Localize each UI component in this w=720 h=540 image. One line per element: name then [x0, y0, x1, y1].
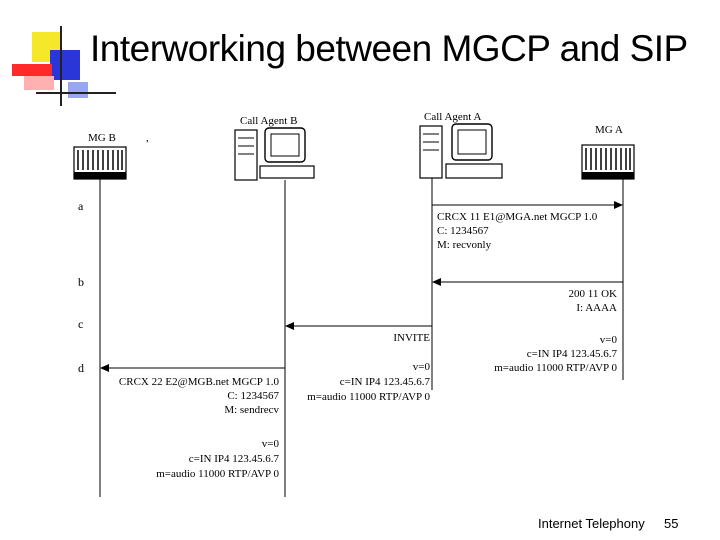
step-label-a: a: [78, 199, 84, 213]
call-agent-a-computer-icon: [419, 123, 503, 179]
footer-label: Internet Telephony: [538, 516, 645, 531]
label-call-agent-b: Call Agent B: [240, 115, 297, 127]
msg-invite-sdp-line1: v=0: [413, 361, 431, 373]
mg-b-device-icon: [73, 146, 127, 180]
msg-invite-sdp-line2: c=IN IP4 123.45.6.7: [340, 376, 431, 388]
call-agent-b-computer-icon: [234, 127, 315, 181]
arrowhead-200-ok: [432, 278, 441, 286]
arrowhead-invite: [285, 322, 294, 330]
page-number: 55: [664, 516, 679, 531]
stray-comma: ,: [146, 132, 149, 144]
msg-200-ok-line2: I: AAAA: [576, 302, 617, 314]
msg-crcx-22-line1: CRCX 22 E2@MGB.net MGCP 1.0: [119, 376, 280, 388]
deco-red-square: [12, 64, 52, 76]
arrowhead-crcx-22: [100, 364, 109, 372]
msg-crcx-22-sdp-line1: v=0: [262, 438, 280, 450]
msg-crcx-22-line2: C: 1234567: [227, 390, 279, 402]
msg-invite-sdp-right-line3: m=audio 11000 RTP/AVP 0: [494, 362, 617, 374]
step-label-d: d: [78, 361, 84, 375]
msg-invite-sdp-right-line1: v=0: [600, 334, 618, 346]
deco-light-blue-square: [68, 82, 88, 98]
msg-crcx-22-sdp-line2: c=IN IP4 123.45.6.7: [189, 453, 280, 465]
step-label-c: c: [78, 317, 83, 331]
msg-invite-sdp-line3: m=audio 11000 RTP/AVP 0: [307, 391, 430, 403]
msg-invite-sdp-right-line2: c=IN IP4 123.45.6.7: [527, 348, 618, 360]
msg-crcx-22-line3: M: sendrecv: [224, 404, 279, 416]
deco-blue-square: [50, 50, 80, 80]
msg-crcx-22-sdp-line3: m=audio 11000 RTP/AVP 0: [156, 468, 279, 480]
label-mg-a: MG A: [595, 124, 623, 136]
label-mg-b: MG B: [88, 132, 116, 144]
arrowhead-crcx-11: [614, 201, 623, 209]
msg-crcx-11-line2: C: 1234567: [437, 225, 489, 237]
deco-horizontal-line: [36, 92, 116, 94]
label-call-agent-a: Call Agent A: [424, 111, 482, 123]
msg-crcx-11-line3: M: recvonly: [437, 239, 492, 251]
mg-a-device-icon: [581, 144, 635, 180]
deco-vertical-line: [60, 26, 62, 106]
msg-200-ok-line1: 200 11 OK: [569, 288, 618, 300]
msg-crcx-11-line1: CRCX 11 E1@MGA.net MGCP 1.0: [437, 211, 598, 223]
msg-invite-label: INVITE: [393, 332, 430, 344]
slide-title: Interworking between MGCP and SIP: [90, 28, 688, 69]
deco-pink-square: [24, 76, 54, 90]
step-label-b: b: [78, 275, 84, 289]
